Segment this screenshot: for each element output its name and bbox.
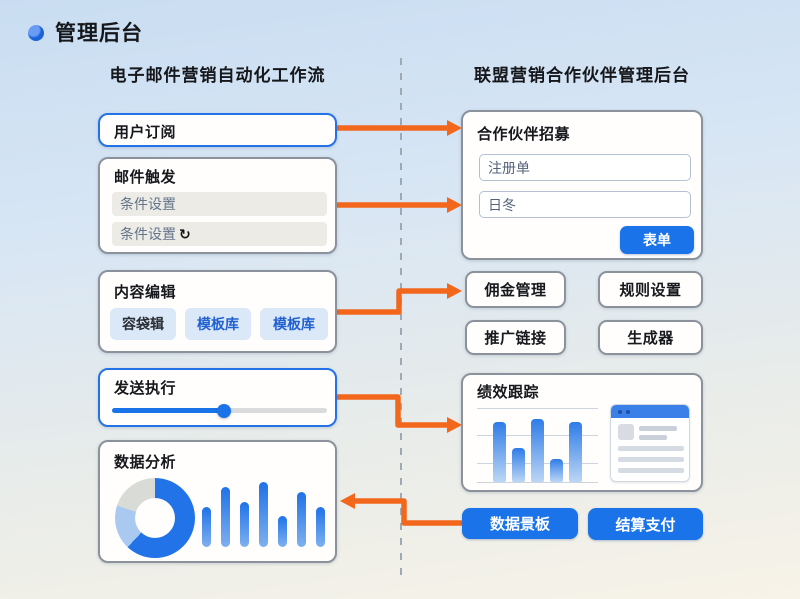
window-titlebar (611, 405, 689, 418)
bar (316, 507, 325, 547)
avatar-placeholder (618, 424, 634, 440)
form-submit-button[interactable]: 表单 (620, 226, 694, 254)
grid-line (477, 482, 598, 483)
template-library-chip[interactable]: 模板库 (185, 308, 251, 340)
arrow-content-to-commission (335, 288, 451, 315)
mail-trigger-card: 邮件触发 条件设置 条件设置 ↻ (98, 157, 337, 254)
bar (512, 448, 525, 482)
donut-chart (115, 478, 195, 558)
left-column-header: 电子邮件营销自动化工作流 (109, 66, 326, 85)
arrowhead-icon (447, 197, 462, 213)
text-line-placeholder (618, 468, 684, 473)
send-progress-slider[interactable] (112, 403, 327, 418)
template-library-chip[interactable]: 模板库 (260, 308, 328, 340)
rules-module[interactable]: 规则设置 (598, 271, 703, 308)
grid-line (477, 408, 598, 409)
page-title: 管理后台 (55, 22, 143, 45)
text-line-placeholder (618, 457, 684, 462)
bar (569, 422, 582, 482)
bar (259, 482, 268, 547)
data-analytics-title: 数据分析 (114, 454, 177, 471)
send-execute-card: 发送执行 (98, 368, 337, 427)
bar (531, 419, 544, 482)
content-edit-title: 内容编辑 (114, 284, 177, 301)
generator-module[interactable]: 生成器 (598, 320, 703, 355)
performance-tracking-title: 绩效跟踪 (477, 384, 540, 401)
arrow-send-to-tracking (335, 394, 451, 428)
data-dashboard-button[interactable]: 数据景板 (462, 508, 578, 539)
slider-thumb[interactable] (216, 403, 231, 418)
condition-setting-label: 条件设置 (120, 226, 176, 242)
partner-recruit-card: 合作伙伴招募 表单 (461, 110, 703, 260)
partner-recruit-title: 合作伙伴招募 (477, 126, 571, 143)
arrowhead-icon (447, 417, 462, 433)
send-execute-title: 发送执行 (114, 380, 177, 397)
bar (202, 507, 211, 547)
bar (278, 516, 287, 547)
text-line-placeholder (618, 446, 684, 451)
bar (240, 502, 249, 547)
condition-setting-row[interactable]: 条件设置 (112, 192, 327, 216)
tracking-bar-chart (493, 405, 598, 482)
bar (297, 492, 306, 547)
condition-setting-label: 条件设置 (120, 196, 176, 212)
register-form-input[interactable] (479, 154, 691, 181)
bar (550, 459, 563, 482)
mail-trigger-title: 邮件触发 (114, 169, 177, 186)
right-column-header: 联盟营销合作伙伴管理后台 (474, 66, 690, 85)
refresh-icon: ↻ (179, 225, 191, 242)
arrowhead-icon (447, 283, 462, 299)
promo-link-module[interactable]: 推广链接 (465, 320, 566, 355)
data-analytics-card: 数据分析 (98, 440, 337, 563)
text-line-placeholder (639, 435, 667, 440)
analytics-bar-chart (202, 481, 330, 547)
bar (493, 422, 506, 482)
user-subscribe-card: 用户订阅 (98, 113, 337, 147)
window-body (611, 418, 689, 479)
bar (221, 487, 230, 547)
slider-fill (112, 408, 224, 413)
content-edit-chip[interactable]: 容袋辑 (110, 308, 176, 340)
window-dot-icon (618, 409, 622, 414)
report-window-mockup (610, 404, 690, 482)
title-bullet-icon (28, 25, 44, 41)
content-edit-card: 内容编辑 容袋辑 模板库 模板库 (98, 270, 337, 353)
arrowhead-icon (340, 493, 355, 509)
condition-setting-row[interactable]: 条件设置 ↻ (112, 222, 327, 246)
arrow-dashboard-to-analytics (351, 498, 464, 526)
user-subscribe-title: 用户订阅 (114, 124, 177, 141)
commission-module[interactable]: 佣金管理 (465, 271, 566, 308)
performance-tracking-card: 绩效跟踪 (461, 373, 703, 492)
window-dot-icon (626, 409, 630, 414)
text-line-placeholder (639, 426, 677, 431)
arrowhead-icon (447, 120, 462, 136)
second-form-input[interactable] (479, 191, 691, 218)
settlement-pay-button[interactable]: 结算支付 (588, 508, 703, 540)
